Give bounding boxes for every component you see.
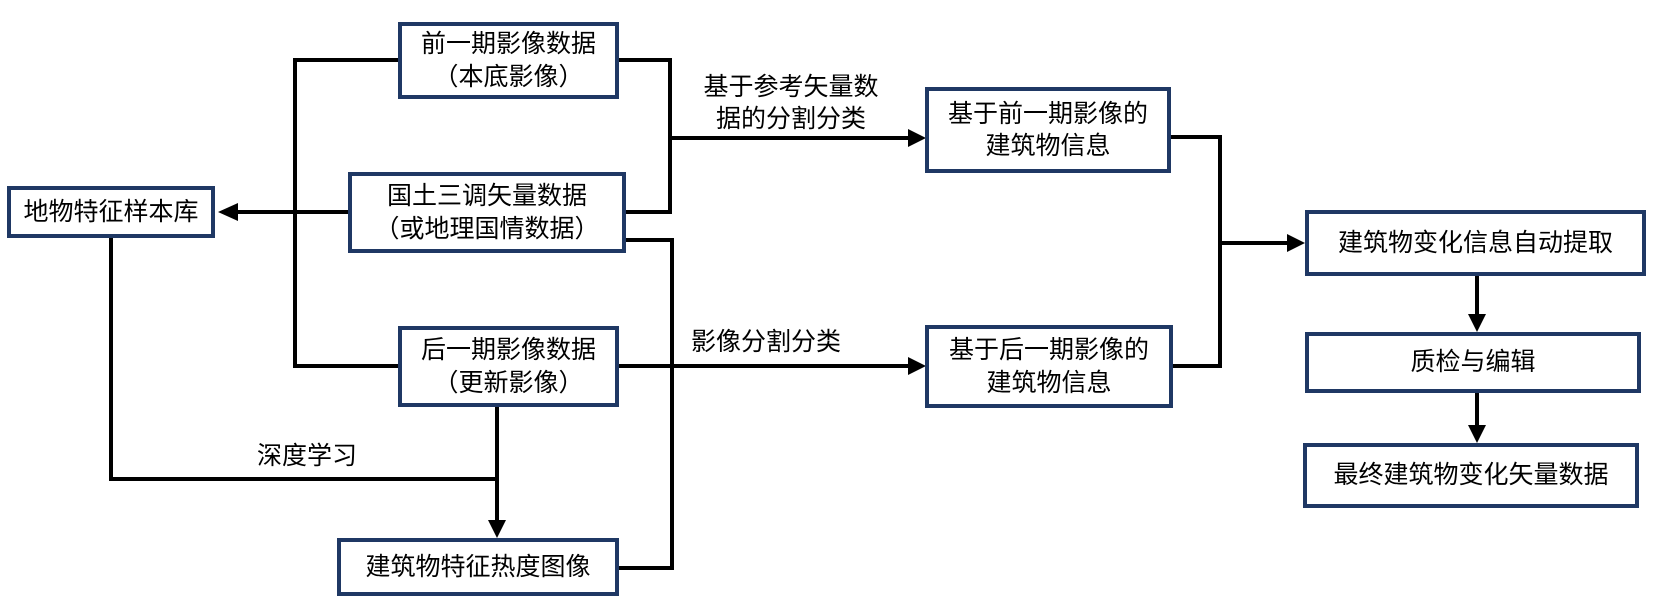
connector-vector-to-heatmap <box>619 238 674 570</box>
node-text-line: 基于前一期影像的 <box>947 99 1148 128</box>
arrowhead-into-auto-extract <box>1287 234 1305 252</box>
node-heat-image: 建筑物特征热度图像 <box>337 538 619 596</box>
edge-label-seg-img: 影像分割分类 <box>651 326 881 358</box>
node-text-line: 前一期影像数据 <box>420 30 596 58</box>
node-prev-image: 前一期影像数据 （本底影像） <box>398 22 619 99</box>
node-prev-buildings: 基于前一期影像的 建筑物信息 <box>925 87 1171 173</box>
arrowhead-into-sample-lib <box>218 203 238 221</box>
edge-label-line: 据的分割分类 <box>715 105 866 133</box>
node-text-line: 建筑物信息 <box>986 368 1112 397</box>
node-text-line: 地物特征样本库 <box>23 197 199 226</box>
node-text-line: （更新影像） <box>433 368 584 397</box>
node-text-line: 国土三调矢量数据 <box>386 182 587 210</box>
node-text-line: 最终建筑物变化矢量数据 <box>1333 461 1609 490</box>
node-auto-extract: 建筑物变化信息自动提取 <box>1305 210 1646 276</box>
arrowhead-into-next-buildings <box>908 357 926 375</box>
connector-right-bus <box>1171 135 1222 368</box>
node-text-line: （或地理国情数据） <box>374 214 600 243</box>
node-text-line: （本底影像） <box>433 62 584 91</box>
arrowhead-into-heat-image <box>488 520 506 538</box>
node-next-image: 后一期影像数据 （更新影像） <box>398 326 619 407</box>
node-text-line: 质检与编辑 <box>1410 348 1536 377</box>
edge-label-line: 影像分割分类 <box>690 328 841 356</box>
node-next-buildings: 基于后一期影像的 建筑物信息 <box>925 325 1173 408</box>
edge-label-seg-ref: 基于参考矢量数 据的分割分类 <box>666 71 916 135</box>
edge-label-deep-learning: 深度学习 <box>242 440 372 472</box>
arrowhead-into-qc-edit <box>1468 314 1486 332</box>
connector-sample-deeplearning <box>109 238 497 481</box>
node-vector-data: 国土三调矢量数据 （或地理国情数据） <box>348 172 626 253</box>
node-qc-edit: 质检与编辑 <box>1305 332 1641 393</box>
node-text-line: 基于后一期影像的 <box>948 336 1149 364</box>
node-text-line: 后一期影像数据 <box>420 336 596 364</box>
node-text-line: 建筑物变化信息自动提取 <box>1337 228 1613 257</box>
arrowhead-into-final-vector <box>1468 425 1486 443</box>
node-text-line: 建筑物特征热度图像 <box>365 552 591 581</box>
edge-label-line: 基于参考矢量数 <box>703 73 879 101</box>
node-sample-lib: 地物特征样本库 <box>7 186 215 238</box>
edge-label-line: 深度学习 <box>256 442 357 470</box>
node-final-vector: 最终建筑物变化矢量数据 <box>1303 443 1639 508</box>
connector-previmage-vector-junction <box>619 58 672 214</box>
node-text-line: 建筑物信息 <box>985 132 1111 160</box>
arrowhead-into-prev-buildings <box>908 129 926 147</box>
